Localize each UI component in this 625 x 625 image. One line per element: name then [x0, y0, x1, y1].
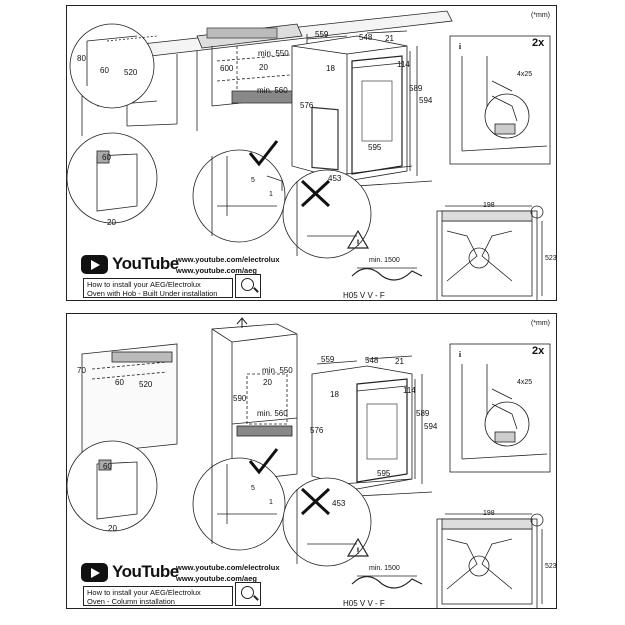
dim-453: 453	[332, 499, 346, 508]
dim-1: 1	[269, 191, 273, 198]
cable-min-length: min. 1500	[369, 565, 400, 572]
dim-576: 576	[310, 426, 324, 435]
cable-type: H05 V V - F	[343, 291, 385, 300]
dim-min-550: min. 550	[262, 366, 293, 375]
youtube-logo: YouTube	[81, 254, 181, 276]
youtube-play-icon	[81, 255, 108, 274]
dim-5: 5	[251, 485, 255, 492]
plan-dim-523: 523	[545, 563, 557, 570]
dim-min-560: min. 560	[257, 409, 288, 418]
dim-520: 520	[124, 68, 138, 77]
dim-min-550: min. 550	[258, 49, 289, 58]
how-to-install-box: How to install your AEG/Electrolux Oven …	[83, 586, 233, 606]
warning-icon: !	[357, 238, 360, 248]
dim-559: 559	[321, 355, 335, 364]
dim-20: 20	[259, 63, 268, 72]
youtube-urls: www.youtube.com/electrolux www.youtube.c…	[176, 254, 280, 276]
dim-70: 70	[77, 366, 86, 375]
cross-icon	[300, 487, 331, 516]
unit-note: (*mm)	[530, 320, 550, 327]
info-icon: i	[459, 42, 462, 51]
youtube-urls: www.youtube.com/electrolux www.youtube.c…	[176, 562, 280, 584]
checkmark-icon	[248, 448, 279, 475]
installation-panel-built-under: ! i (*mm) 80 60 520 600 min. 550 20 min.…	[66, 5, 557, 301]
plan-dim-523: 523	[545, 255, 557, 262]
youtube-play-icon	[81, 563, 108, 582]
how-to-install-box: How to install your AEG/Electrolux Oven …	[83, 278, 233, 298]
cross-icon	[300, 179, 331, 208]
checkmark-icon	[248, 140, 279, 167]
dim-589: 589	[409, 84, 423, 93]
screw-quantity: 2x	[532, 345, 545, 357]
dim-min-560: min. 560	[257, 86, 288, 95]
how-to-line-1: How to install your AEG/Electrolux	[87, 588, 201, 597]
dim-590: 590	[233, 394, 247, 403]
detail-dim-20: 20	[108, 524, 117, 533]
dim-594: 594	[419, 96, 433, 105]
youtube-url-aeg[interactable]: www.youtube.com/aeg	[176, 574, 257, 583]
cable-type: H05 V V - F	[343, 599, 385, 608]
dim-594: 594	[424, 422, 438, 431]
column-diagram: ! i	[67, 317, 551, 608]
installation-panel-column: ! i (*mm) 70 60 520 590 min. 550 20 min.…	[66, 313, 557, 609]
how-to-line-2: Oven - Column installation	[87, 597, 175, 606]
dim-520: 520	[139, 380, 153, 389]
dim-21: 21	[395, 357, 404, 366]
youtube-wordmark: YouTube	[112, 562, 179, 581]
youtube-url-electrolux[interactable]: www.youtube.com/electrolux	[176, 563, 280, 572]
built-under-diagram: ! i	[67, 10, 551, 300]
how-to-line-1: How to install your AEG/Electrolux	[87, 280, 201, 289]
dim-1: 1	[269, 499, 273, 506]
svg-text:i: i	[459, 42, 462, 51]
dim-589: 589	[416, 409, 430, 418]
how-to-line-2: Oven with Hob - Built Under installation	[87, 289, 218, 298]
dim-21: 21	[385, 34, 394, 43]
dim-80: 80	[77, 54, 86, 63]
dim-114: 114	[397, 60, 410, 69]
dim-559: 559	[315, 30, 329, 39]
youtube-url-electrolux[interactable]: www.youtube.com/electrolux	[176, 255, 280, 264]
detail-dim-20: 20	[107, 218, 116, 227]
dim-18: 18	[330, 390, 339, 399]
dim-20: 20	[263, 378, 272, 387]
screw-quantity: 2x	[532, 37, 545, 49]
plan-dim-198: 198	[483, 202, 495, 209]
info-icon: i	[459, 350, 462, 359]
dim-453: 453	[328, 174, 342, 183]
youtube-url-aeg[interactable]: www.youtube.com/aeg	[176, 266, 257, 275]
screw-size: 4x25	[517, 71, 533, 78]
youtube-wordmark: YouTube	[112, 254, 179, 273]
dim-60: 60	[115, 378, 124, 387]
dim-576: 576	[300, 101, 314, 110]
dim-600: 600	[220, 64, 234, 73]
unit-note: (*mm)	[530, 12, 550, 19]
dim-60: 60	[100, 66, 109, 75]
dim-548: 548	[359, 33, 373, 42]
youtube-logo: YouTube	[81, 562, 181, 584]
cable-min-length: min. 1500	[369, 257, 400, 264]
search-icon[interactable]	[235, 274, 261, 298]
dim-114: 114	[403, 386, 416, 395]
detail-dim-60: 60	[102, 153, 111, 162]
plan-dim-198: 198	[483, 510, 495, 517]
svg-text:i: i	[459, 350, 462, 359]
dim-5: 5	[251, 177, 255, 184]
svg-text:!: !	[357, 546, 360, 556]
detail-dim-60: 60	[103, 462, 112, 471]
warning-icon: !	[357, 546, 360, 556]
dim-595: 595	[368, 143, 382, 152]
dim-595: 595	[377, 469, 391, 478]
dim-548: 548	[365, 356, 379, 365]
screw-size: 4x25	[517, 379, 533, 386]
search-icon[interactable]	[235, 582, 261, 606]
dim-18: 18	[326, 64, 335, 73]
svg-text:!: !	[357, 238, 360, 248]
